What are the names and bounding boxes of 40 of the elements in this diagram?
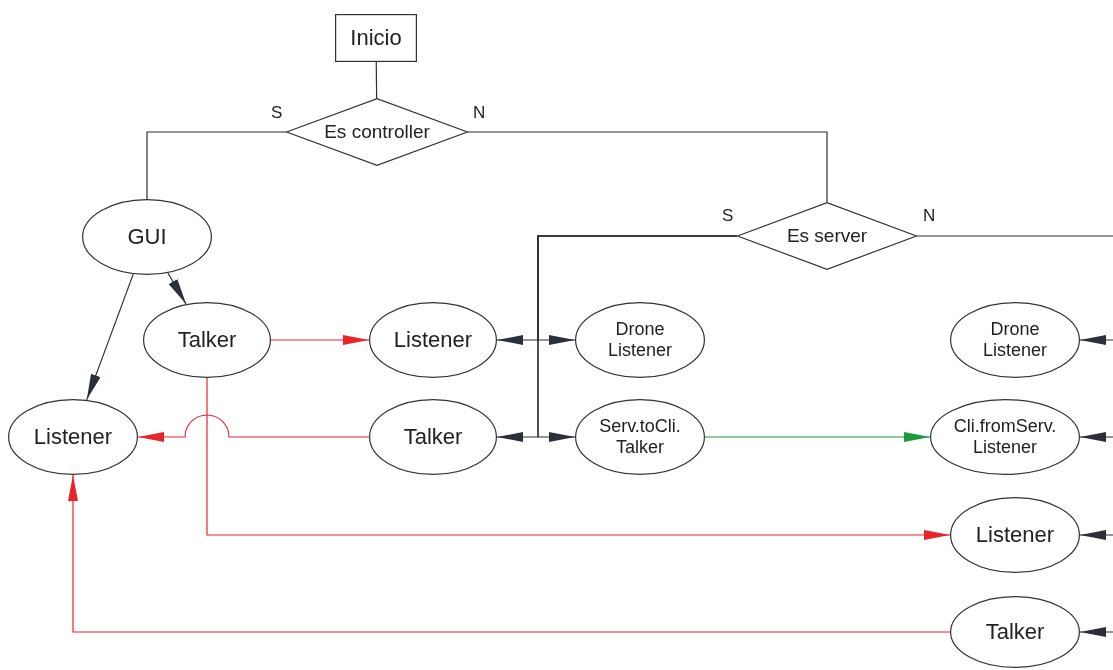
connector-arrow — [206, 377, 951, 540]
decision-diamond — [737, 202, 917, 270]
connector-arrow — [704, 432, 931, 442]
process-ellipse — [8, 399, 138, 475]
process-ellipse — [369, 399, 497, 475]
connector-arrow — [1079, 627, 1113, 637]
process-ellipse — [143, 302, 271, 378]
connector-arrow — [537, 235, 738, 442]
node-label: Talker — [985, 619, 1045, 645]
node-label: Talker — [177, 327, 237, 353]
node-label: GUI — [127, 224, 167, 250]
process-ellipse — [950, 302, 1080, 378]
node-label: Cli.fromServ. Listener — [952, 416, 1058, 458]
node-label: Es controller — [324, 121, 430, 143]
connector-arrow — [137, 414, 370, 442]
node-label: Listener — [393, 327, 473, 353]
process-ellipse — [575, 302, 705, 378]
connector-arrow — [1079, 530, 1113, 540]
connector-arrow — [1079, 335, 1113, 345]
node-label: Serv.toCli. Talker — [598, 416, 682, 458]
start-box — [335, 14, 417, 62]
process-ellipse — [950, 596, 1080, 668]
node-label: Talker — [403, 424, 463, 450]
connector-arrow — [167, 272, 187, 305]
node-label: Es server — [786, 225, 868, 247]
connector-arrow — [1079, 432, 1113, 442]
process-ellipse — [575, 399, 705, 475]
process-ellipse — [82, 199, 212, 275]
connector-arrow — [86, 273, 134, 401]
node-label: Listener — [975, 522, 1055, 548]
process-ellipse — [369, 302, 497, 378]
node-label: Inicio — [350, 25, 402, 51]
decision-diamond — [286, 98, 468, 166]
node-label: Drone Listener — [981, 319, 1048, 361]
process-ellipse — [930, 399, 1080, 475]
node-label: Listener — [33, 424, 113, 450]
connector-arrow — [68, 474, 951, 633]
connector-arrow — [270, 335, 370, 345]
process-ellipse — [950, 497, 1080, 573]
node-label: Drone Listener — [606, 319, 673, 361]
